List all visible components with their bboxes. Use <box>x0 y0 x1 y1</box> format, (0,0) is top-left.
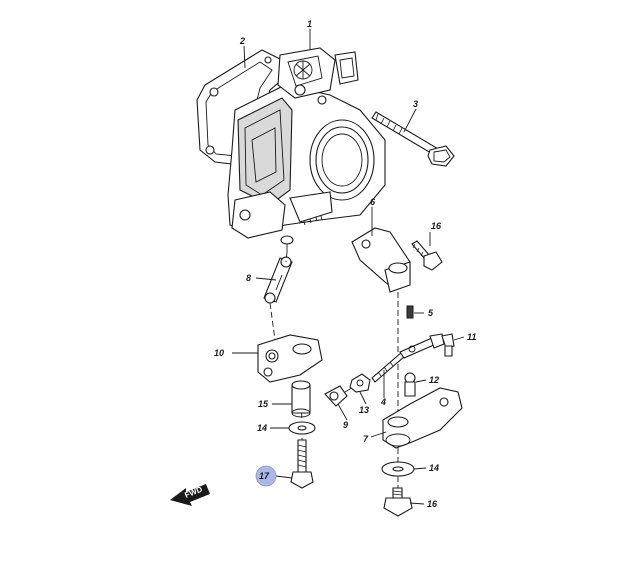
nut-part-13 <box>349 373 371 393</box>
label-part-17[interactable]: 17 <box>259 471 270 481</box>
label-part-15: 15 <box>258 399 269 409</box>
lever-part-10 <box>257 334 323 383</box>
rod-end-part-9 <box>324 385 356 407</box>
label-part-6: 6 <box>370 197 376 207</box>
arm-part-7 <box>382 387 463 449</box>
bolt-part-3 <box>371 111 455 167</box>
bracket-part-6 <box>351 227 411 293</box>
label-part-9: 9 <box>343 420 348 430</box>
forward-arrow-icon: FWD <box>170 484 210 506</box>
bolt-part-16-lower <box>383 487 413 517</box>
collar-part-15 <box>291 380 311 418</box>
label-part-1: 1 <box>307 19 312 29</box>
adjuster-rod <box>399 333 445 359</box>
ball-stud-part-12 <box>404 372 416 397</box>
throttle-body-part-1 <box>227 47 386 252</box>
bolt-part-17 <box>290 439 314 489</box>
label-part-11: 11 <box>467 332 476 342</box>
label-part-2: 2 <box>239 36 245 46</box>
bolt-part-11 <box>441 333 455 357</box>
highlight-marker <box>255 465 277 487</box>
threaded-rod-part-4 <box>371 351 406 383</box>
callout-labels: 1 2 3 6 16 8 5 11 10 12 4 15 13 9 14 7 1… <box>214 19 476 509</box>
label-part-14-left: 14 <box>257 423 267 433</box>
label-part-13: 13 <box>359 405 369 415</box>
label-part-3: 3 <box>413 99 418 109</box>
label-part-12: 12 <box>429 375 439 385</box>
label-part-14-right: 14 <box>429 463 439 473</box>
label-part-10: 10 <box>214 348 224 358</box>
washer-part-14-right <box>381 461 415 477</box>
washer-part-14-left <box>288 421 316 435</box>
label-part-16-lower: 16 <box>427 499 438 509</box>
bolt-part-16-upper <box>411 240 443 271</box>
label-part-5: 5 <box>428 308 434 318</box>
label-part-7: 7 <box>363 434 369 444</box>
label-part-16-upper: 16 <box>431 221 442 231</box>
clip-part-5 <box>406 305 414 319</box>
label-part-8: 8 <box>246 273 251 283</box>
link-rod-part-8 <box>263 256 293 304</box>
leader-lines <box>232 29 465 505</box>
label-part-4: 4 <box>380 397 386 407</box>
